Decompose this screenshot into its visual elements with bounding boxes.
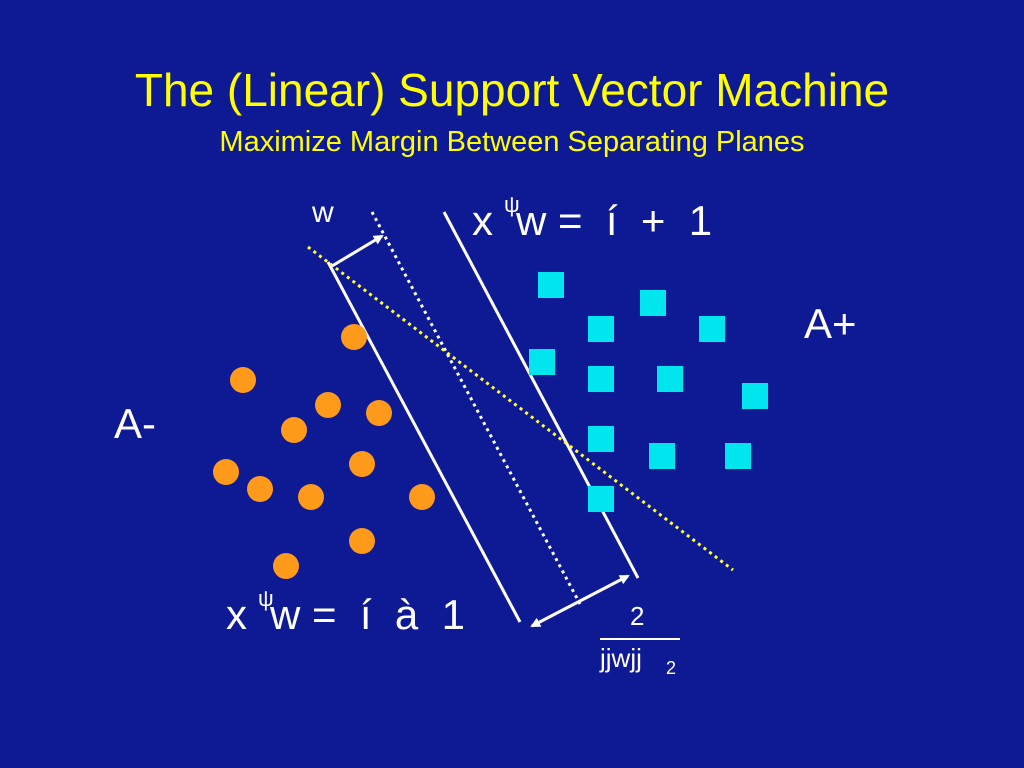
- slide-title: The (Linear) Support Vector Machine: [134, 64, 890, 116]
- class-plus-label: A+: [804, 300, 857, 347]
- class-plus-point: [699, 316, 725, 342]
- bounding-plane-plus: [442, 211, 640, 579]
- top-plane-equation: w = í + 1: [516, 197, 713, 244]
- class-plus-point: [588, 486, 614, 512]
- class-minus-point: [281, 417, 307, 443]
- alternative-separator: [307, 245, 734, 572]
- top-plane-equation-transpose: ψ: [504, 192, 520, 217]
- bounding-plane-minus: [326, 261, 522, 623]
- class-minus-point: [349, 451, 375, 477]
- class-minus-point: [213, 459, 239, 485]
- class-minus-point: [409, 484, 435, 510]
- margin-norm-subscript: 2: [666, 658, 677, 678]
- bottom-plane-equation-x: x: [226, 591, 247, 638]
- class-plus-point: [529, 349, 555, 375]
- normal-vector-arrow: [331, 234, 384, 268]
- class-minus-point: [341, 324, 367, 350]
- class-plus-point: [640, 290, 666, 316]
- margin-fraction-bar: [600, 638, 680, 640]
- class-minus-label: A-: [114, 400, 156, 447]
- class-plus-point: [588, 366, 614, 392]
- margin-arrow: [530, 574, 630, 628]
- bottom-plane-equation-transpose: ψ: [258, 586, 274, 611]
- class-minus-point: [349, 528, 375, 554]
- class-plus-point: [588, 426, 614, 452]
- class-minus-points: [213, 324, 435, 579]
- margin-denominator: jjwjj: [600, 643, 642, 673]
- class-minus-point: [366, 400, 392, 426]
- class-minus-point: [273, 553, 299, 579]
- normal-vector-label: w: [312, 196, 334, 229]
- class-plus-point: [742, 383, 768, 409]
- top-plane-equation-x: x: [472, 197, 493, 244]
- class-plus-point: [725, 443, 751, 469]
- class-plus-point: [649, 443, 675, 469]
- class-plus-point: [588, 316, 614, 342]
- margin-numerator: 2: [630, 601, 645, 631]
- class-minus-point: [247, 476, 273, 502]
- slide-subtitle: Maximize Margin Between Separating Plane…: [219, 126, 805, 158]
- class-plus-point: [538, 272, 564, 298]
- class-plus-points: [529, 272, 768, 512]
- class-minus-point: [230, 367, 256, 393]
- class-minus-point: [315, 392, 341, 418]
- class-plus-point: [657, 366, 683, 392]
- class-minus-point: [298, 484, 324, 510]
- bottom-plane-equation: w = í à 1: [270, 591, 465, 638]
